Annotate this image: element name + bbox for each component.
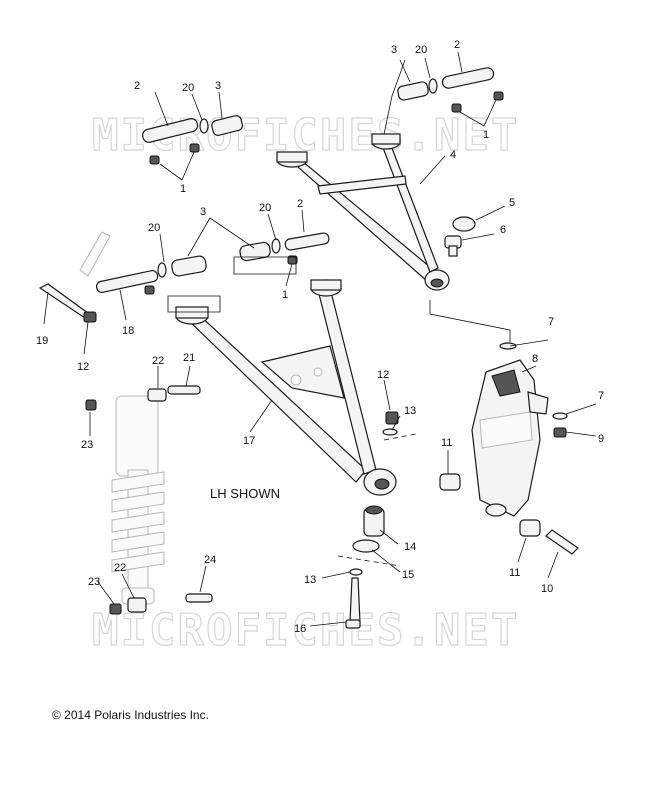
upper-a-arm: [276, 133, 450, 291]
lower-a-arm: [175, 279, 397, 496]
callout-3-left: 3: [215, 80, 221, 92]
callout-1-left: 1: [180, 183, 186, 195]
callout-9: 9: [598, 433, 604, 445]
ghost-shock: [111, 395, 165, 605]
nut-12-right: [385, 411, 399, 425]
shock-nut-upper: [85, 399, 97, 411]
callout-23-lower: 23: [88, 576, 100, 588]
callout-18: 18: [122, 325, 134, 337]
callout-15: 15: [402, 569, 414, 581]
washer-7-right: [552, 412, 568, 420]
lower-arm-bushing-group: [144, 232, 330, 295]
callout-13-lower: 13: [304, 574, 316, 586]
callout-16: 16: [294, 623, 306, 635]
ghost-link: [79, 231, 111, 277]
callout-21: 21: [183, 352, 195, 364]
callout-20-left: 20: [182, 82, 194, 94]
callout-20-center-left: 20: [148, 222, 160, 234]
callout-20-center: 20: [259, 202, 271, 214]
callout-12-right: 12: [377, 369, 389, 381]
callout-14: 14: [404, 541, 416, 553]
callout-22-upper: 22: [152, 355, 164, 367]
shock-bolt-upper: [167, 385, 201, 395]
washer-13-upper: [382, 428, 398, 436]
pin-10: [545, 529, 579, 555]
callout-6: 6: [500, 224, 506, 236]
copyright-notice: © 2014 Polaris Industries Inc.: [52, 708, 209, 722]
snap-ring-lower: [352, 539, 380, 553]
callout-20-right: 20: [415, 44, 427, 56]
washer-7-top: [499, 342, 517, 350]
callout-5: 5: [509, 197, 515, 209]
callout-2-center: 2: [297, 198, 303, 210]
callout-19: 19: [36, 335, 48, 347]
callout-1-center: 1: [282, 289, 288, 301]
snap-ring: [452, 216, 476, 232]
callout-12-left: 12: [77, 361, 89, 373]
callout-3-center: 3: [200, 206, 206, 218]
nut-9: [553, 427, 567, 438]
callout-7-top: 7: [548, 316, 554, 328]
callout-23-upper: 23: [81, 439, 93, 451]
callout-4: 4: [450, 149, 456, 161]
callout-24: 24: [204, 554, 216, 566]
shock-spacer-lower: [127, 597, 147, 613]
pivot-pin: [95, 269, 159, 293]
view-caption: LH SHOWN: [210, 486, 281, 501]
ball-joint-lower: [363, 505, 385, 537]
watermark-bottom: MICROFICHES.NET: [92, 605, 519, 656]
upper-front-bushing-group: [142, 115, 244, 165]
callout-2-right: 2: [454, 39, 460, 51]
callout-8: 8: [532, 353, 538, 365]
shock-bolt-lower: [185, 593, 213, 603]
callout-11-upper: 11: [441, 437, 452, 449]
steering-knuckle: [471, 359, 549, 517]
callout-7-right: 7: [598, 390, 604, 402]
callout-13-upper: 13: [404, 405, 416, 417]
callout-2-left: 2: [134, 80, 140, 92]
callout-3-right: 3: [391, 44, 397, 56]
lock-nut: [83, 311, 97, 323]
callout-1-right: 1: [483, 129, 489, 141]
callout-22-lower: 22: [114, 562, 126, 574]
upper-rear-bushing-group: [397, 67, 504, 113]
bushing-11-lower: [519, 519, 541, 537]
ball-joint: [444, 235, 462, 257]
washer-13-lower: [349, 568, 363, 576]
lower-bolt: [349, 577, 361, 623]
shock-spacer-upper: [147, 388, 167, 402]
shock-nut-lower: [109, 603, 122, 615]
callout-10: 10: [541, 583, 553, 595]
bushing-11-upper: [439, 473, 461, 491]
callout-17: 17: [243, 435, 255, 447]
callout-11-lower: 11: [509, 567, 520, 579]
